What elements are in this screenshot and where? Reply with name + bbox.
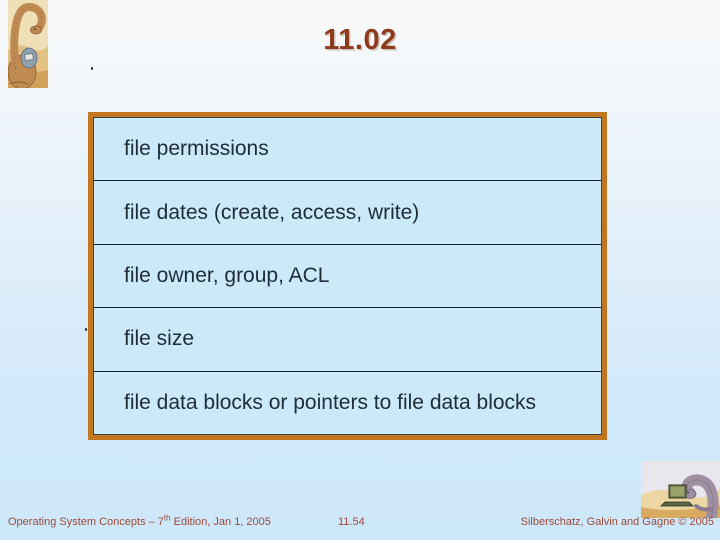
table-row-label: file owner, group, ACL (124, 264, 330, 288)
slide-page-number: 11.54 (338, 516, 365, 528)
footer-book-title-rest: Edition, Jan 1, 2005 (170, 516, 271, 528)
table-row-label: file data blocks or pointers to file dat… (124, 390, 537, 414)
table-row-label: file dates (create, access, write) (124, 200, 420, 224)
table-row: file data blocks or pointers to file dat… (94, 370, 601, 434)
footer-edition-superscript: th (163, 513, 171, 523)
table-row: file owner, group, ACL (94, 243, 601, 307)
table-row: file dates (create, access, write) (94, 180, 601, 243)
dinosaur-laptop-logo-icon (641, 461, 720, 518)
file-control-block-table: file permissions file dates (create, acc… (88, 112, 607, 440)
footer-credits: Silberschatz, Galvin and Gagne © 2005 (520, 516, 714, 528)
stray-dot-artifact (91, 67, 93, 70)
table-row-label: file size (124, 327, 195, 351)
table-row: file size (94, 307, 601, 370)
table-row: file permissions (94, 118, 601, 180)
table-row-label: file permissions (124, 137, 269, 161)
file-control-block-table-inner: file permissions file dates (create, acc… (93, 117, 602, 435)
footer-book-title-text: Operating System Concepts – 7 (8, 516, 164, 528)
stray-dot-artifact (85, 328, 87, 331)
footer-book-title: Operating System Concepts – 7th Edition,… (8, 513, 271, 528)
page-title: 11.02 (323, 24, 397, 56)
slide-footer: Operating System Concepts – 7th Edition,… (0, 514, 720, 532)
dinosaur-reading-logo-icon (8, 0, 48, 88)
